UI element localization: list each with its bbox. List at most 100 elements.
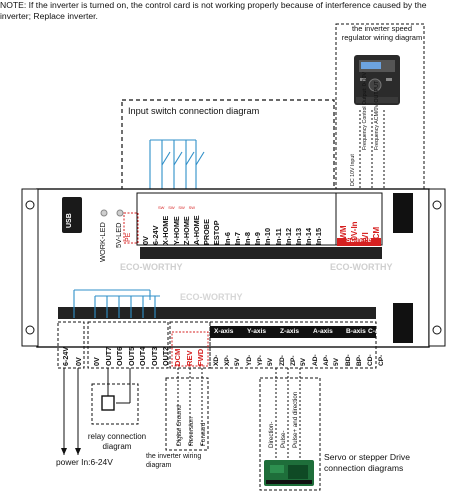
mount-hole-icon [25, 325, 35, 335]
bottom-terminal-label: 5V [234, 357, 241, 366]
servo-wire-label: Direction- [268, 421, 275, 448]
sw-label: SW [168, 205, 175, 210]
bottom-terminal-label: OUT6 [115, 346, 124, 366]
bottom-terminal-label: REV [184, 350, 194, 366]
connector-block [393, 303, 413, 343]
power-in-label: power In:6-24V [56, 457, 113, 467]
usb-port [62, 197, 82, 233]
bottom-terminal-label: ZD- [279, 355, 286, 366]
bottom-terminal-label: XD- [213, 354, 220, 366]
relay-box [91, 383, 139, 425]
svg-text:ECO-WORTHY: ECO-WORTHY [330, 262, 393, 272]
servo-box [259, 377, 321, 491]
spindle-label-bg [337, 238, 381, 246]
relay-label: relay connection diagram [87, 432, 147, 451]
bottom-terminal-label: YD- [246, 354, 253, 366]
top-terminal-label: ESTOP [212, 220, 222, 245]
mount-hole-icon [432, 200, 442, 210]
inverter-wiring-box [165, 377, 209, 451]
inverter-signal-label: Frequency ACM/0V OUTPUT [374, 80, 380, 150]
servo-wire-label: Pulse- [280, 430, 287, 448]
servo-label: Servo or stepper Drive connection diagra… [324, 452, 410, 473]
note-text: NOTE: If the inverter is turned on, the … [0, 0, 427, 21]
axis-label: X-axis [214, 328, 234, 335]
bottom-terminal-label: OUT4 [138, 346, 147, 366]
top-terminal-label: ACM [372, 226, 381, 245]
pe-terminal [123, 212, 139, 244]
axis-terminal-box [209, 321, 377, 369]
bottom-terminal-label: DCM [173, 348, 182, 366]
bottom-terminal-label: 5V [300, 357, 307, 366]
top-terminal-label: PROBE [202, 219, 212, 245]
top-terminal-label: In-15 [314, 227, 324, 245]
sw-label: SW [178, 205, 185, 210]
connector-block [393, 193, 413, 233]
bottom-terminal-label: 5V [333, 357, 340, 366]
bottom-terminal-label: ZP- [289, 355, 297, 366]
axis-label: C-axis [368, 328, 388, 335]
top-terminal-label: In-10 [263, 227, 273, 245]
bottom-terminal-label: YP- [256, 355, 264, 366]
top-terminal-label: Z-HOME [181, 216, 191, 245]
pe-label: PE [125, 232, 132, 242]
bottom-terminal-label: 5V [267, 357, 274, 366]
servo-wire-label: Pulse+ and direction [292, 391, 299, 448]
top-screws [140, 247, 382, 259]
top-terminal-label: In-7 [232, 232, 242, 245]
usb-label: USB [66, 213, 73, 228]
top-terminal-label: In-8 [243, 232, 252, 245]
bottom-terminal-label: AD- [312, 354, 319, 366]
servo-driver-icon [264, 460, 314, 486]
input-switch-label: Input switch connection diagram [128, 106, 260, 116]
output-wires [73, 289, 160, 318]
inverter-diagram-label: the inverter speed regulator wiring diag… [341, 24, 423, 42]
bottom-terminal-label: OUT7 [103, 346, 113, 366]
axis-header-bar [210, 326, 376, 338]
bottom-terminal-label: OUT5 [126, 346, 136, 366]
top-terminal-label: In-14 [304, 227, 314, 245]
axis-label: B-axis [346, 328, 366, 335]
top-terminal-label: In-9 [253, 232, 263, 245]
top-terminal-label: In-12 [283, 227, 293, 245]
bottom-terminal-label: AP- [322, 354, 330, 366]
inverter-wire-label: Forward [200, 422, 207, 446]
bottom-terminal-label: XP- [223, 355, 231, 366]
5v-led-label: 5V-LED [114, 222, 123, 248]
bottom-screws [58, 307, 376, 319]
top-terminal-label: In-11 [273, 228, 283, 245]
work-led-icon [100, 209, 108, 217]
top-terminal-label: 6-24V [151, 225, 161, 245]
top-terminal-label: X-HOME [161, 215, 171, 245]
sw-label: SW [188, 205, 196, 210]
work-led-label: WORK-LED [98, 222, 107, 262]
top-terminal-label: In-6 [222, 232, 232, 245]
inverter-signal-label: Frequency Control Output: 0-10V [362, 71, 368, 150]
top-terminal-label: PWM [339, 225, 348, 245]
inverter-wiring-label: the inverter wiring diagram [146, 453, 202, 469]
bottom-terminal-label: 0V [74, 357, 83, 366]
5v-led-icon [116, 209, 124, 217]
axis-label: Z-axis [280, 328, 300, 335]
mount-hole-icon [432, 325, 442, 335]
bottom-terminal-label: OUT2 [161, 346, 170, 366]
out-terminal-box [87, 321, 169, 369]
sw-label: SW [158, 205, 165, 210]
bottom-terminal-label: CD- [367, 354, 374, 366]
bottom-terminal-label: BD- [345, 354, 352, 366]
bottom-terminal-label: CP- [377, 354, 385, 366]
relay-icon [101, 395, 115, 411]
bottom-terminal-label: FWD [196, 348, 205, 366]
bottom-terminal-label: BP- [355, 354, 363, 366]
inverter-signal-label: DC 10V Input [350, 154, 356, 186]
inverter-wire-label: Reversion [188, 417, 195, 446]
top-terminal-label: AVI [361, 232, 370, 245]
power-terminal-box [57, 321, 85, 369]
spindle-label: Spindle [346, 237, 372, 244]
top-terminal-strip [136, 192, 352, 246]
top-terminal-label: A-HOME [192, 215, 201, 245]
inverter-device-icon [354, 55, 400, 105]
svg-text:ECO-WORTHY: ECO-WORTHY [120, 262, 183, 272]
inverter-terminals-highlight [171, 331, 209, 367]
bottom-terminal-label: OUT3 [149, 346, 159, 366]
